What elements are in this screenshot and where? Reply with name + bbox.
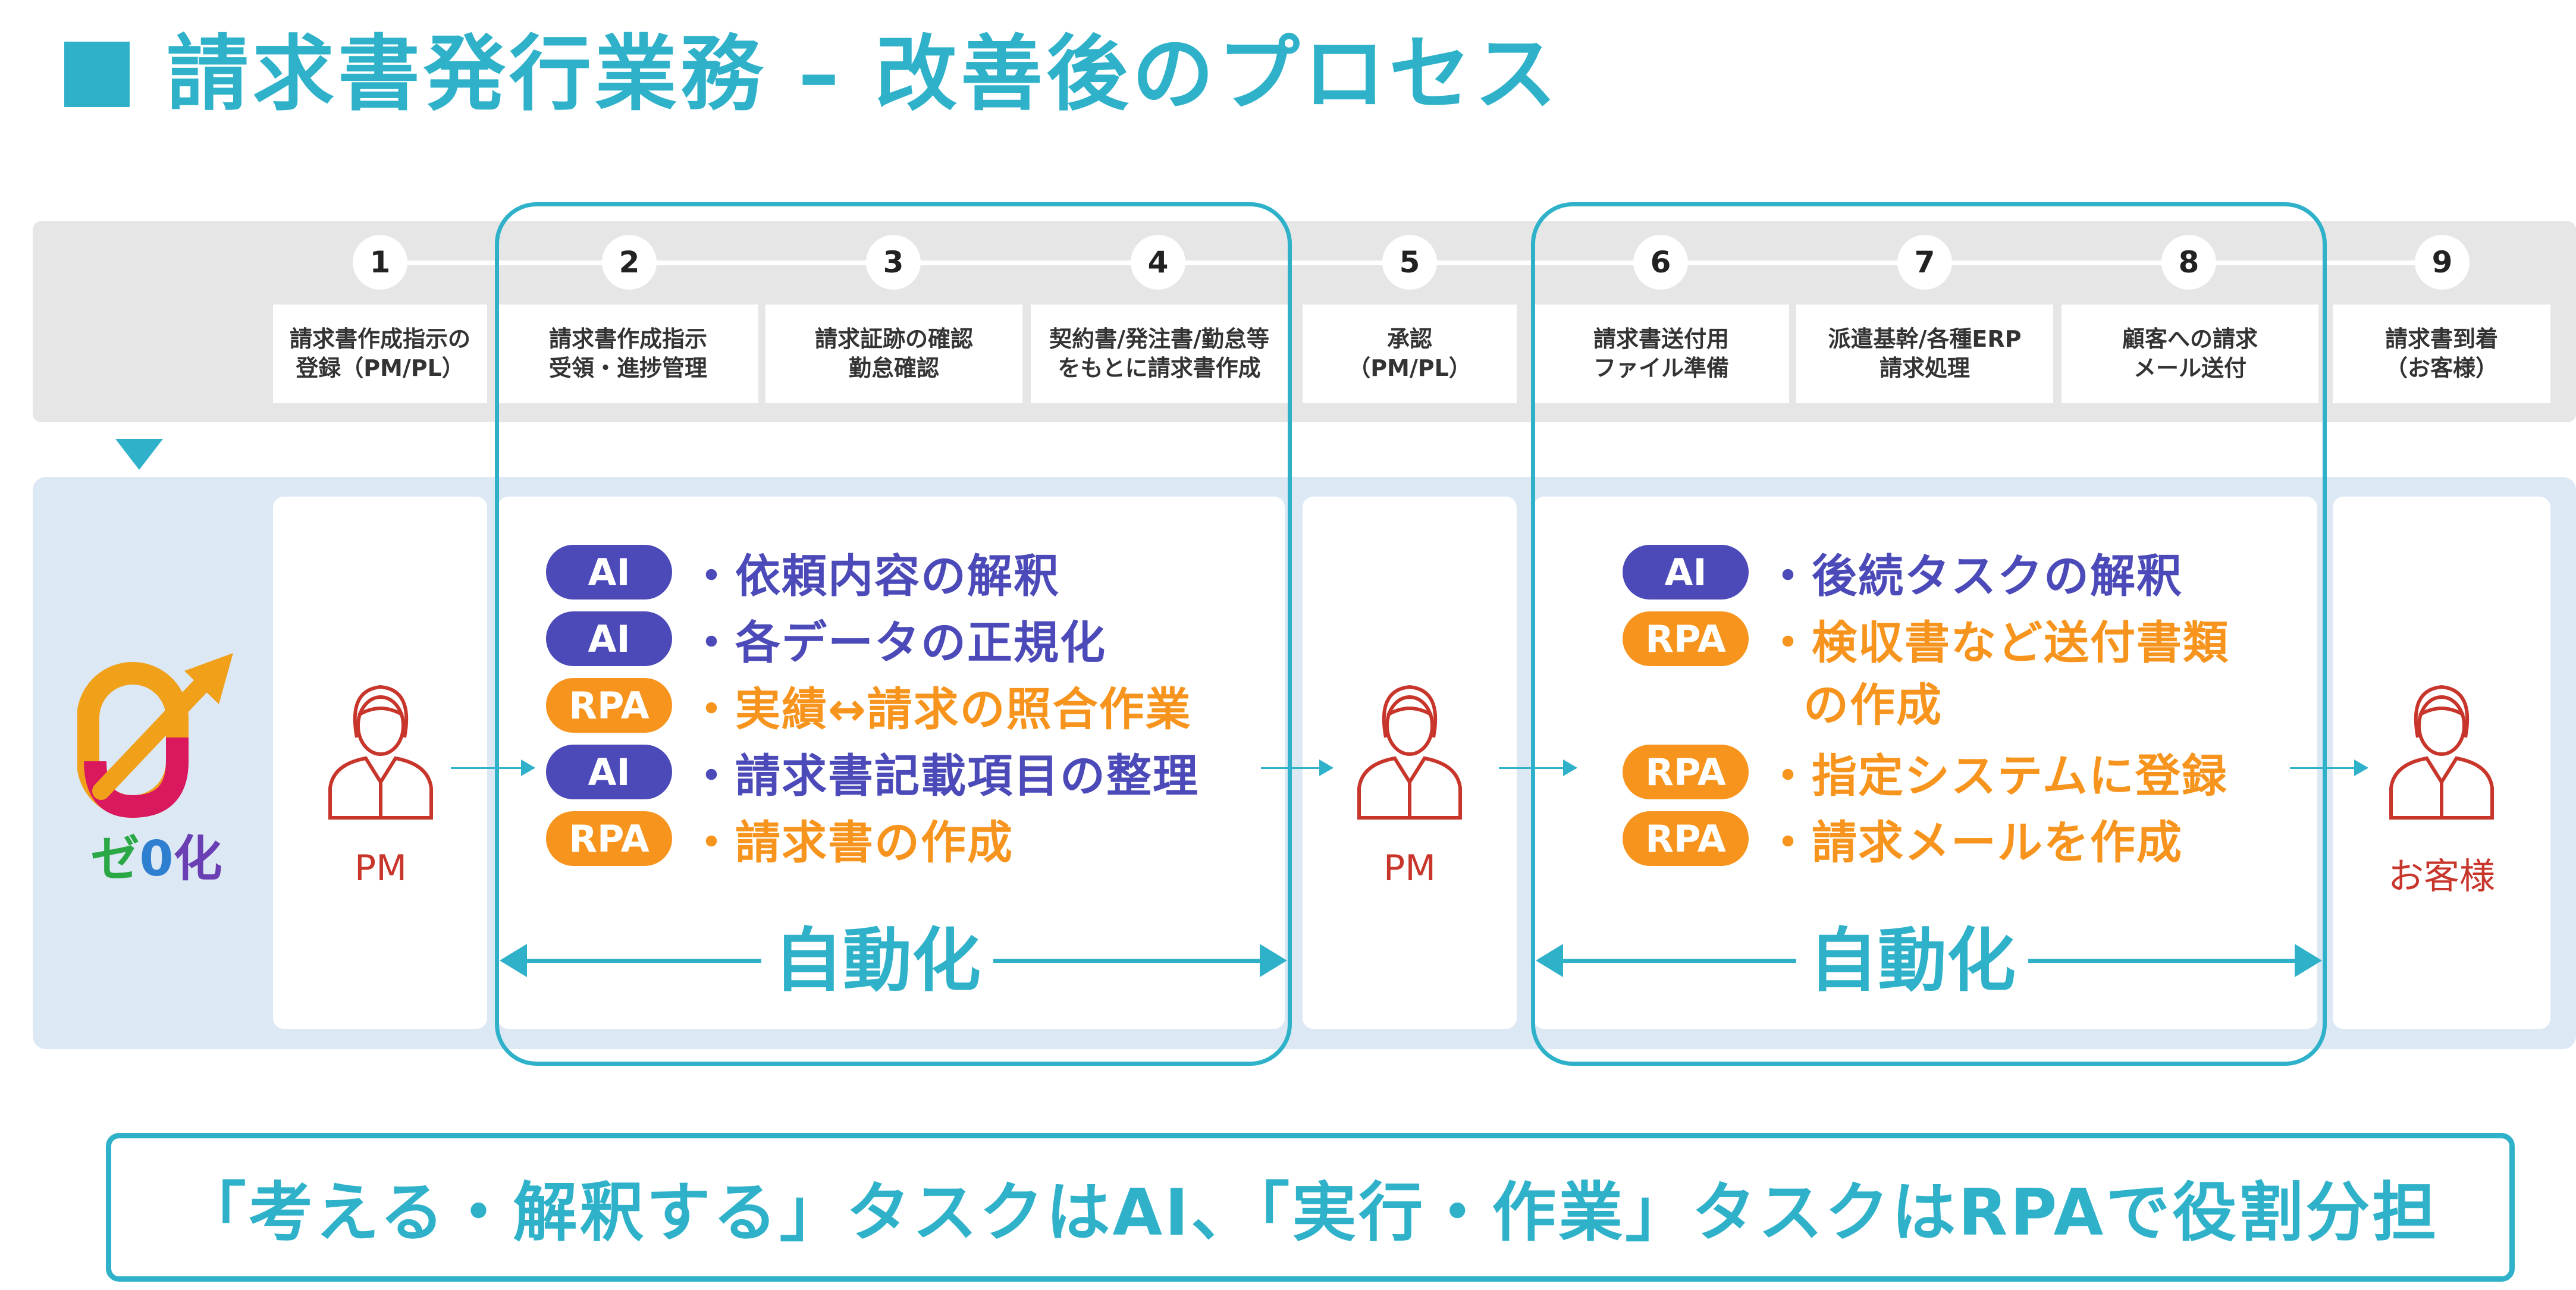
step-number-9: 9	[2415, 235, 2470, 290]
step-label-5: 承認 （PM/PL）	[1303, 305, 1517, 403]
title-square-icon	[64, 42, 130, 107]
page-title: 請求書発行業務 – 改善後のプロセス	[167, 26, 1561, 122]
task-text: ・請求メールを作成	[1765, 816, 2183, 869]
task-badge: AI	[546, 745, 672, 799]
task-badge: RPA	[546, 811, 672, 866]
step-number-5: 5	[1382, 235, 1437, 290]
step-number-1: 1	[353, 235, 407, 290]
person-icon-pm	[328, 685, 433, 820]
task-badge: AI	[546, 611, 672, 666]
task-text-continuation: の作成	[1803, 679, 1943, 732]
arrow-left-icon	[500, 944, 527, 977]
task-row-2-1: AI ・後続タスクの解釈	[1623, 544, 2183, 602]
flow-arrow-3	[1499, 759, 1577, 776]
person-icon-customer	[2389, 685, 2494, 820]
automation-label-2: 自動化	[1796, 919, 2028, 1003]
task-text: ・請求書記載項目の整理	[689, 749, 1199, 802]
actor-label-pm-approval: PM	[1383, 848, 1436, 889]
column-pm-approval	[1303, 497, 1517, 1029]
task-text: ・依頼内容の解釈	[689, 550, 1060, 602]
step-number-6: 6	[1633, 235, 1688, 290]
step-number-8: 8	[2161, 235, 2216, 290]
task-row-1-1: AI ・依頼内容の解釈	[546, 544, 1060, 602]
automation-frame-1	[495, 202, 1292, 1066]
automation-label-1: 自動化	[761, 919, 993, 1003]
task-row-1-5: RPA ・請求書の作成	[546, 810, 1014, 869]
column-pm	[273, 497, 487, 1029]
down-triangle-icon	[115, 439, 163, 470]
flow-arrow-4	[2290, 759, 2368, 776]
step-label-1: 請求書作成指示の 登録（PM/PL）	[273, 305, 487, 403]
step-label-2: 請求書作成指示 受領・進捗管理	[498, 305, 758, 403]
step-label-4: 契約書/発注書/勤怠等 をもとに請求書作成	[1031, 305, 1288, 403]
task-row-1-4: AI ・請求書記載項目の整理	[546, 743, 1199, 802]
person-icon-pm-approval	[1357, 685, 1462, 820]
task-text: ・各データの正規化	[689, 616, 1106, 669]
task-row-2-4: RPA ・請求メールを作成	[1623, 810, 2183, 869]
task-badge: RPA	[1623, 811, 1749, 866]
actor-label-customer: お客様	[2388, 856, 2495, 897]
task-text: ・請求書の作成	[689, 816, 1014, 869]
arrow-right-icon	[1260, 944, 1287, 977]
logo-wordmark: ゼ0化	[82, 830, 231, 889]
task-text: ・実績↔請求の照合作業	[689, 683, 1192, 736]
step-label-6: 請求書送付用 ファイル準備	[1533, 305, 1789, 403]
logo-char-ka: 化	[173, 831, 222, 887]
step-number-4: 4	[1131, 235, 1185, 290]
logo-char-zero: 0	[139, 831, 174, 887]
step-number-7: 7	[1897, 235, 1952, 290]
arrow-right-icon	[2295, 944, 2322, 977]
column-customer	[2333, 497, 2550, 1029]
task-badge: AI	[546, 545, 672, 600]
flow-arrow-1	[451, 759, 535, 776]
step-label-9: 請求書到着 （お客様）	[2333, 305, 2550, 403]
step-number-2: 2	[602, 235, 657, 290]
arrow-left-icon	[1536, 944, 1563, 977]
flow-arrow-2	[1261, 759, 1334, 776]
task-row-1-3: RPA ・実績↔請求の照合作業	[546, 677, 1192, 736]
step-label-8: 顧客への請求 メール送付	[2062, 305, 2318, 403]
automation-frame-2	[1531, 202, 2327, 1066]
task-badge: AI	[1623, 545, 1749, 600]
task-text: ・後続タスクの解釈	[1765, 550, 2183, 602]
step-label-7: 派遣基幹/各種ERP 請求処理	[1796, 305, 2053, 403]
zero-ka-logo-icon	[77, 653, 233, 818]
step-number-3: 3	[866, 235, 921, 290]
task-row-1-2: AI ・各データの正規化	[546, 610, 1106, 669]
summary-banner: 「考える・解釈する」タスクはAI、「実行・作業」タスクはRPAで役割分担	[106, 1133, 2515, 1282]
task-badge: RPA	[546, 678, 672, 733]
actor-label-pm: PM	[354, 848, 407, 889]
task-row-2-3: RPA ・指定システムに登録	[1623, 743, 2228, 802]
task-badge: RPA	[1623, 745, 1749, 799]
logo-char-ze: ゼ	[90, 831, 140, 887]
task-row-2-2: RPA ・検収書など送付書類	[1623, 610, 2229, 669]
task-text: ・指定システムに登録	[1765, 749, 2228, 802]
step-label-3: 請求証跡の確認 勤怠確認	[765, 305, 1022, 403]
task-badge: RPA	[1623, 611, 1749, 666]
task-text: ・検収書など送付書類	[1765, 616, 2229, 669]
